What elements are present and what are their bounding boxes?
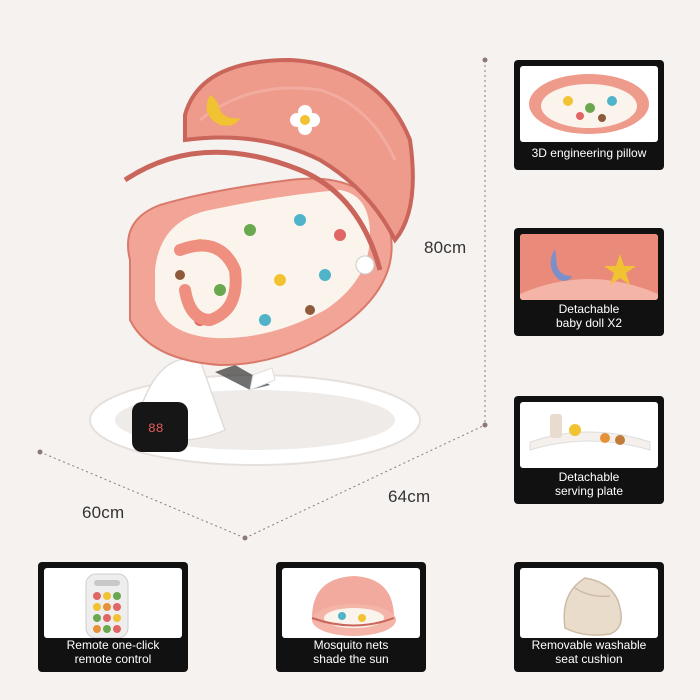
width-dimension-line bbox=[244, 424, 486, 539]
feature-card-doll: Detachable baby doll X2 bbox=[514, 228, 664, 336]
feature-card-nets: Mosquito nets shade the sun bbox=[276, 562, 426, 672]
plate-caption: Detachable serving plate bbox=[554, 470, 624, 498]
nets-caption: Mosquito nets shade the sun bbox=[313, 638, 389, 666]
doll-caption: Detachable baby doll X2 bbox=[555, 302, 623, 330]
seat-pad bbox=[155, 190, 370, 339]
feature-card-plate: Detachable serving plate bbox=[514, 396, 664, 504]
pillow-thumbnail bbox=[529, 74, 649, 134]
toy-bar bbox=[123, 149, 383, 271]
side-knob bbox=[355, 255, 375, 275]
nets-thumbnail bbox=[311, 576, 396, 636]
cushion-caption: Removable washable seat cushion bbox=[531, 638, 647, 666]
feature-card-pillow: 3D engineering pillow bbox=[514, 60, 664, 170]
canopy bbox=[183, 57, 415, 244]
cushion-thumbnail bbox=[563, 577, 622, 636]
width-label: 64cm bbox=[388, 487, 431, 506]
remote-caption: Remote one-click remote control bbox=[66, 638, 160, 666]
display-readout: 88 bbox=[148, 421, 164, 436]
feature-card-cushion: Removable washable seat cushion bbox=[514, 562, 664, 672]
depth-label: 60cm bbox=[82, 503, 125, 522]
control-panel bbox=[132, 402, 188, 452]
height-label: 80cm bbox=[424, 238, 467, 257]
pillow-caption: 3D engineering pillow bbox=[531, 146, 647, 160]
baby-rocker-illustration: 88 bbox=[89, 57, 421, 466]
plate-thumbnail bbox=[529, 414, 651, 451]
remote-thumbnail bbox=[85, 573, 129, 638]
moon-toy bbox=[206, 95, 240, 126]
doll-thumbnail bbox=[520, 234, 658, 300]
depth-dimension-line bbox=[39, 451, 246, 539]
star-doll-icon bbox=[604, 254, 636, 285]
feature-card-remote: Remote one-click remote control bbox=[38, 562, 188, 672]
harness bbox=[174, 239, 242, 327]
moon-doll-icon bbox=[550, 249, 572, 281]
flower-toy bbox=[290, 105, 320, 135]
